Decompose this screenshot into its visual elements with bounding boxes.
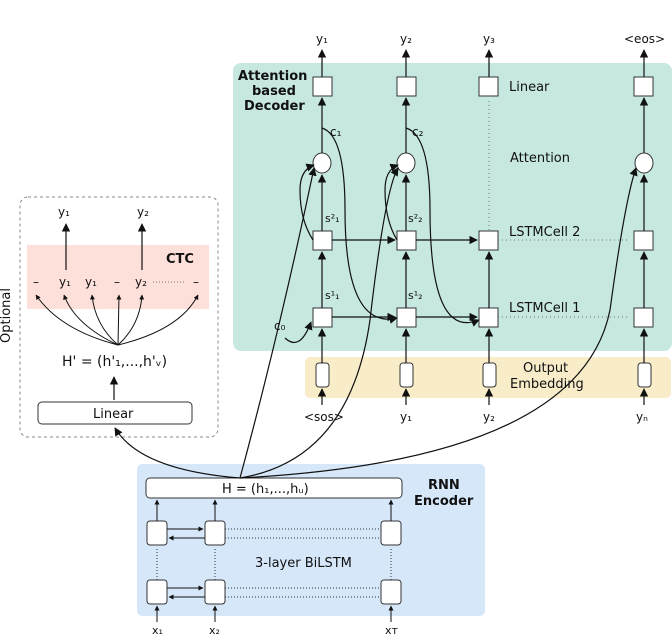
lstm2-cell-3 xyxy=(478,230,499,251)
ctc-output-2: y₂ xyxy=(137,205,149,219)
embed-input-y1: y₁ xyxy=(400,410,412,424)
h-label: H = (h₁,...,hᵤ) xyxy=(222,482,309,497)
state1-1: s¹₁ xyxy=(325,289,340,302)
attention-circle-n xyxy=(634,152,654,174)
ctc-seq-0: – xyxy=(33,275,39,289)
dec-linear-2 xyxy=(396,76,417,97)
attention-label: Attention xyxy=(510,151,570,166)
bilstm-bot-t xyxy=(380,579,402,605)
encoder-input-2: x₂ xyxy=(209,624,220,637)
embed-box-n xyxy=(637,362,652,388)
bilstm-top-t xyxy=(380,520,402,546)
embed-input-yn: yₙ xyxy=(636,410,648,424)
h-prime-label: H' = (h'₁,...,h'ᵥ) xyxy=(62,354,167,370)
embed-box-2 xyxy=(399,362,414,388)
optional-label: Optional xyxy=(0,288,14,343)
encoder-input-t: xᴛ xyxy=(385,624,399,637)
c0-label: c₀ xyxy=(274,319,286,333)
lstm1-label: LSTMCell 1 xyxy=(509,301,580,316)
decoder-title-3: Decoder xyxy=(244,99,305,114)
context-2: c₂ xyxy=(412,125,424,139)
encoder-input-1: x₁ xyxy=(152,624,163,637)
embed-input-sos: <sos> xyxy=(304,410,344,424)
encoder-title-2: Encoder xyxy=(414,494,474,509)
lstm1-cell-1 xyxy=(312,307,333,328)
dec-linear-4 xyxy=(633,76,654,97)
attention-circle-2 xyxy=(396,152,416,174)
decoder-panel xyxy=(233,63,672,351)
lstm2-cell-2 xyxy=(396,230,417,251)
decoder-output-eos: <eos> xyxy=(624,32,665,46)
decoder-output-2: y₂ xyxy=(400,32,412,46)
lstm2-cell-n xyxy=(633,230,654,251)
lstm2-cell-1 xyxy=(312,230,333,251)
ctc-linear-label: Linear xyxy=(93,407,134,422)
encoder-title-1: RNN xyxy=(428,478,460,493)
state2-2: s²₂ xyxy=(408,212,423,225)
bilstm-bot-2 xyxy=(204,579,226,605)
dec-linear-1 xyxy=(312,76,333,97)
ctc-title: CTC xyxy=(166,252,194,267)
lstm1-cell-2 xyxy=(396,307,417,328)
decoder-output-3: y₃ xyxy=(483,32,495,46)
embed-box-1 xyxy=(315,362,330,388)
ctc-seq-3: – xyxy=(114,275,120,289)
embed-box-3 xyxy=(482,362,497,388)
ctc-seq-1: y₁ xyxy=(59,275,71,289)
ctc-seq-2: y₁ xyxy=(85,275,97,289)
bilstm-top-2 xyxy=(204,520,226,546)
ctc-linear-box xyxy=(37,401,193,425)
context-1: c₁ xyxy=(330,125,342,139)
state2-1: s²₁ xyxy=(325,212,340,225)
dec-linear-3 xyxy=(478,76,499,97)
lstm2-label: LSTMCell 2 xyxy=(509,225,580,240)
decoder-title-2: based xyxy=(252,84,296,99)
h-box xyxy=(145,477,403,499)
optional-panel xyxy=(19,196,219,438)
attention-circle-1 xyxy=(312,152,332,174)
bilstm-label: 3-layer BiLSTM xyxy=(255,556,352,571)
dec-linear-label: Linear xyxy=(509,80,550,95)
encoder-panel xyxy=(137,464,485,616)
bilstm-bot-1 xyxy=(146,579,168,605)
lstm1-cell-3 xyxy=(478,307,499,328)
bilstm-top-1 xyxy=(146,520,168,546)
embed-input-y2: y₂ xyxy=(483,410,495,424)
embed-label-1: Output xyxy=(523,361,568,376)
embed-label-2: Embedding xyxy=(510,377,584,392)
state1-2: s¹₂ xyxy=(408,289,423,302)
lstm1-cell-n xyxy=(633,307,654,328)
ctc-seq-5: – xyxy=(193,275,199,289)
ctc-output-1: y₁ xyxy=(58,205,70,219)
decoder-output-1: y₁ xyxy=(316,32,328,46)
ctc-seq-4: y₂ xyxy=(135,275,147,289)
decoder-title-1: Attention xyxy=(238,69,307,84)
